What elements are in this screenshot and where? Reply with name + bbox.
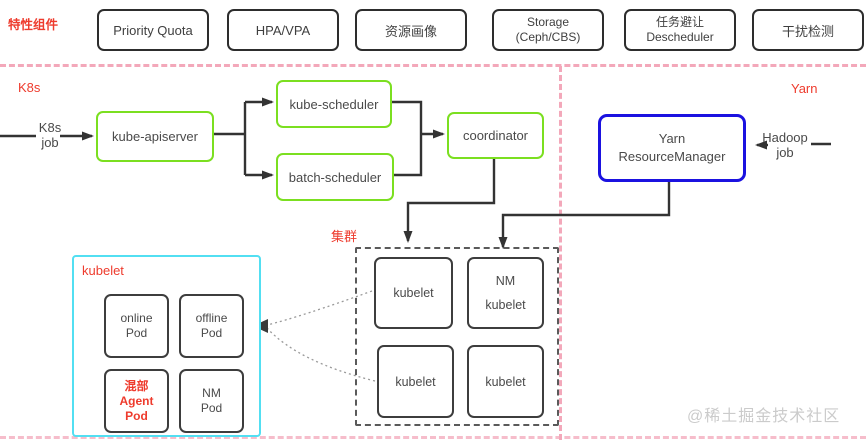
kubelet-detail-box: kubelet online Pod offline Pod 混部 Agent … — [72, 255, 261, 437]
feature-box-resource-portrait: 资源画像 — [355, 9, 467, 51]
node-text: coordinator — [462, 128, 529, 143]
node-batch-scheduler: batch-scheduler — [276, 153, 394, 201]
feature-box-text: Priority Quota — [113, 22, 193, 38]
pod-colocation-agent: 混部 Agent Pod — [104, 369, 169, 433]
feature-box-interference-detect: 干扰检测 — [752, 9, 864, 51]
cluster-label: 集群 — [331, 229, 358, 244]
yarn-region-label: Yarn — [791, 81, 818, 96]
cluster-node-kubelet-3: kubelet — [467, 345, 544, 418]
feature-box-descheduler: 任务避让 Descheduler — [624, 9, 736, 51]
k8s-job-label: K8s job — [38, 120, 62, 150]
node-text: kubelet — [485, 374, 526, 389]
node-text: batch-scheduler — [288, 169, 382, 185]
hadoop-job-label: Hadoop job — [762, 130, 808, 160]
region-divider-top — [0, 64, 866, 67]
node-text: kubelet — [485, 298, 526, 312]
pod-text: online Pod — [120, 311, 153, 340]
cluster-node-nm-kubelet: NM kubelet — [467, 257, 544, 329]
feature-box-priority-quota: Priority Quota — [97, 9, 209, 51]
edge-apiserver-branch — [210, 102, 247, 175]
pod-online: online Pod — [104, 294, 169, 358]
pod-text: NM Pod — [200, 386, 223, 415]
pod-nm: NM Pod — [179, 369, 244, 433]
feature-box-text: Storage (Ceph/CBS) — [515, 15, 581, 44]
pod-text: 混部 Agent Pod — [119, 378, 154, 423]
node-text: Yarn ResourceManager — [618, 131, 726, 164]
feature-box-text: 干扰检测 — [781, 23, 834, 39]
feature-box-storage: Storage (Ceph/CBS) — [492, 9, 604, 51]
region-divider-bottom — [0, 436, 866, 439]
cluster-box: kubelet NM kubelet kubelet kubelet — [355, 247, 559, 426]
feature-box-text: 任务避让 Descheduler — [646, 15, 714, 44]
node-coordinator: coordinator — [447, 112, 544, 159]
k8s-region-label: K8s — [18, 80, 41, 95]
region-divider-vertical — [559, 66, 562, 440]
feature-box-hpa-vpa: HPA/VPA — [227, 9, 339, 51]
node-kube-scheduler: kube-scheduler — [276, 80, 392, 128]
feature-box-text: 资源画像 — [384, 23, 437, 39]
feature-bar-label: 特性组件 — [8, 18, 59, 32]
node-text: kube-apiserver — [112, 129, 198, 144]
cluster-node-kubelet-1: kubelet — [374, 257, 453, 329]
pod-offline: offline Pod — [179, 294, 244, 358]
node-text: kube-scheduler — [289, 96, 379, 112]
kubelet-detail-label: kubelet — [82, 263, 124, 278]
watermark: @稀土掘金技术社区 — [687, 408, 841, 425]
node-kube-apiserver: kube-apiserver — [96, 111, 214, 162]
pod-text: offline Pod — [195, 311, 228, 340]
node-text: kubelet — [393, 286, 434, 300]
node-text: kubelet — [395, 374, 436, 389]
feature-box-text: HPA/VPA — [255, 22, 311, 38]
node-yarn-resourcemanager: Yarn ResourceManager — [598, 114, 746, 182]
edge-coordinator-to-cluster — [403, 155, 496, 243]
cluster-node-kubelet-2: kubelet — [377, 345, 454, 418]
node-prefix: NM — [495, 274, 516, 288]
edge-yarnrm-to-cluster — [498, 177, 671, 249]
